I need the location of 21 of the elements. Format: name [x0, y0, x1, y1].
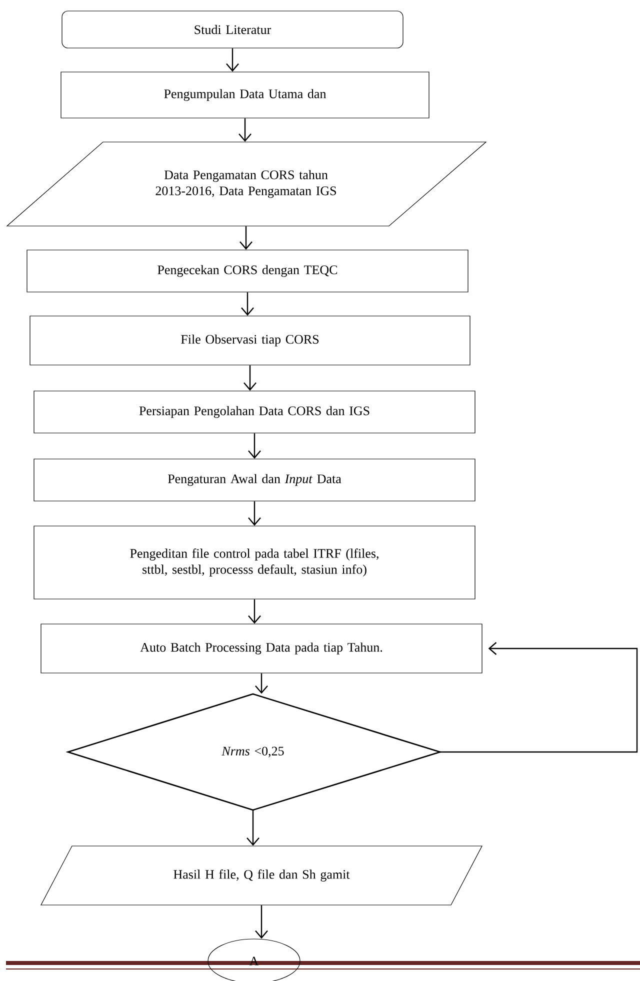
arrow — [240, 226, 252, 250]
arrow — [241, 292, 254, 316]
arrow — [248, 599, 261, 624]
arrow — [439, 642, 638, 753]
arrow — [248, 501, 261, 526]
terminator-box: Studi Literatur — [62, 10, 404, 48]
arrow — [248, 433, 261, 459]
data-parallelogram: Hasil H file, Q file dan Sh gamit — [40, 846, 482, 906]
arrow — [255, 905, 268, 939]
arrow — [226, 48, 239, 72]
arrow — [244, 365, 256, 391]
process-box: Pengeditan file control pada tabel ITRF (lfiles, sttbl, sestbl, processs default, stasiun info) — [34, 526, 476, 600]
process-box: Auto Batch Processing Data pada tiap Tahun. — [40, 624, 482, 674]
process-box: Pengaturan Awal dan Input Data — [34, 458, 476, 502]
arrow — [238, 118, 252, 142]
process-box: File Observasi tiap CORS — [30, 316, 470, 366]
process-box: Pengumpulan Data Utama dan — [60, 72, 430, 118]
arrow — [255, 673, 268, 694]
arrow — [246, 810, 260, 846]
process-box: Persiapan Pengolahan Data CORS dan IGS — [34, 390, 476, 434]
process-box: Pengecekan CORS dengan TEQC — [26, 250, 468, 292]
